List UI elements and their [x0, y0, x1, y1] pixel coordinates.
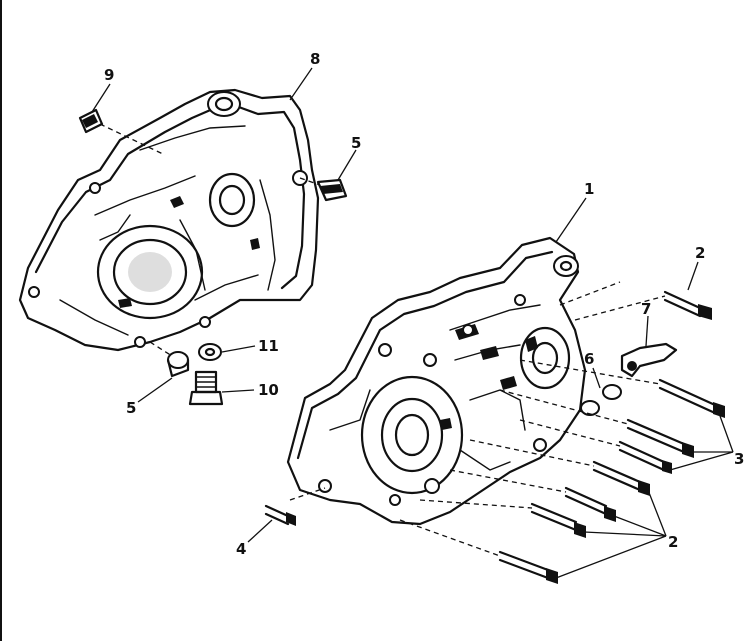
part-11-washer	[198, 343, 222, 361]
callout-8: 8	[310, 50, 320, 68]
callout-1: 1	[584, 180, 594, 198]
part-6-sleeves	[580, 384, 622, 416]
part-5-dowel-bottom	[149, 341, 190, 378]
right-crankcase-half	[286, 236, 587, 526]
callout-11: 11	[258, 337, 279, 355]
part-5-dowel-top	[299, 177, 348, 202]
part-9-plug	[78, 108, 166, 156]
callout-5-bottom: 5	[126, 399, 136, 417]
callout-5-top: 5	[351, 134, 361, 152]
part-2-bolt-top	[559, 281, 712, 321]
part-10-drain-bolt	[188, 370, 224, 406]
part-4-bolt	[264, 487, 326, 526]
left-crankcase-half	[18, 88, 320, 352]
callout-9: 9	[104, 66, 114, 84]
callout-6: 6	[584, 350, 594, 368]
callout-2-top: 2	[695, 244, 705, 262]
callout-7: 7	[641, 300, 651, 318]
part-7-bracket	[620, 342, 678, 378]
callout-3: 3	[734, 450, 744, 468]
part-3-bolts	[499, 359, 725, 474]
leader-lines	[91, 67, 734, 579]
part-2-bolts-bottom	[399, 439, 650, 584]
callout-4: 4	[236, 540, 246, 558]
callout-2-bottom: 2	[668, 533, 678, 551]
callout-10: 10	[258, 381, 279, 399]
